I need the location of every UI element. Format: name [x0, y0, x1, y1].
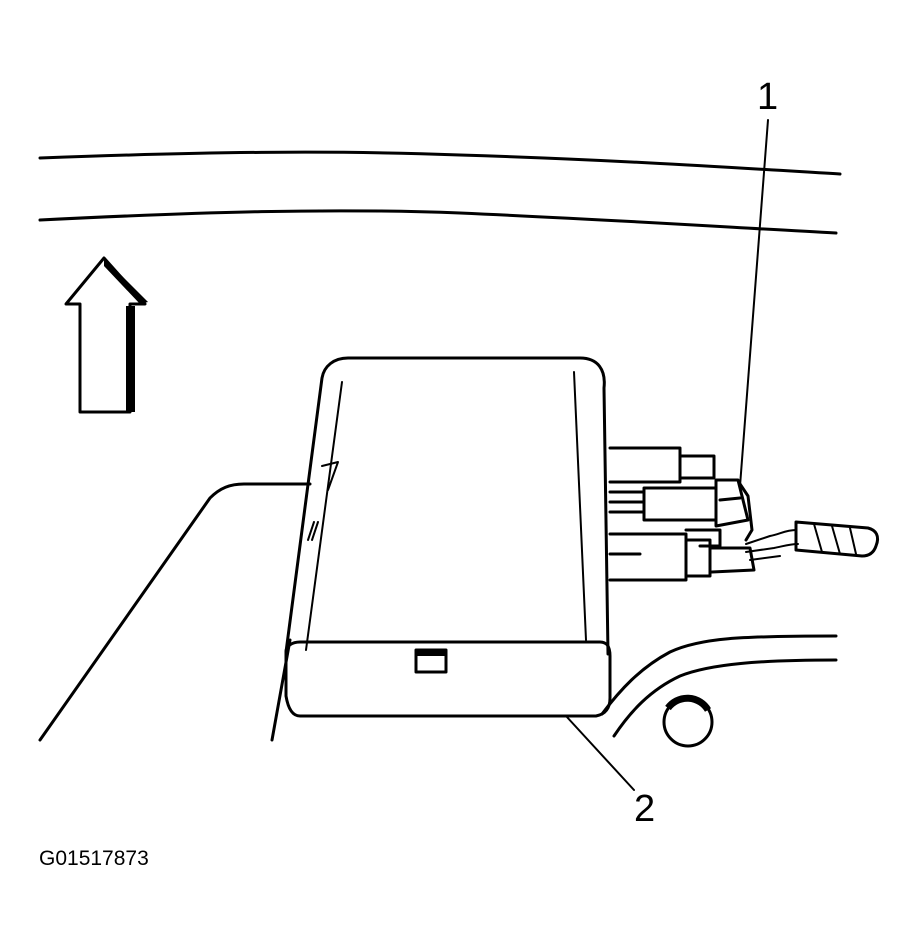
- panel-edge-lower: [38, 209, 838, 235]
- mounting-bracket-curve: [600, 634, 838, 716]
- mounting-bracket-curve-inner: [612, 658, 838, 738]
- panel-edge-upper: [38, 150, 842, 176]
- forward-arrow-icon: [64, 256, 148, 414]
- module-housing: [284, 356, 612, 718]
- figure-identifier: G01517873: [39, 847, 149, 870]
- callout-label-connector: 1: [757, 76, 779, 118]
- callout-label-module: 2: [634, 788, 656, 830]
- connector-assembly: [608, 446, 880, 582]
- mounting-surface-outline: [38, 482, 312, 742]
- mounting-hole: [662, 694, 714, 748]
- leader-line-1: [739, 119, 769, 487]
- leader-line-2: [565, 715, 635, 791]
